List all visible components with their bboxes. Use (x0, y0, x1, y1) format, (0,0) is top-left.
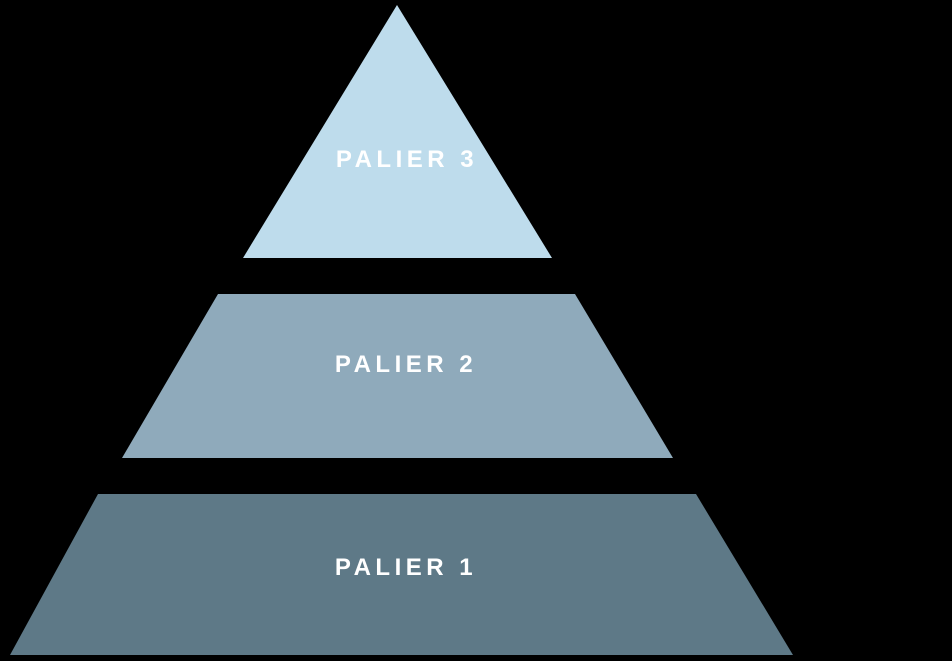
tier-2-label: PALIER 2 (335, 351, 477, 378)
tier-1-shape (10, 494, 793, 655)
tier-1-label: PALIER 1 (335, 554, 477, 581)
tier-3-label: PALIER 3 (336, 146, 478, 173)
tier-3-shape (243, 5, 552, 258)
tier-2-shape (122, 294, 673, 458)
